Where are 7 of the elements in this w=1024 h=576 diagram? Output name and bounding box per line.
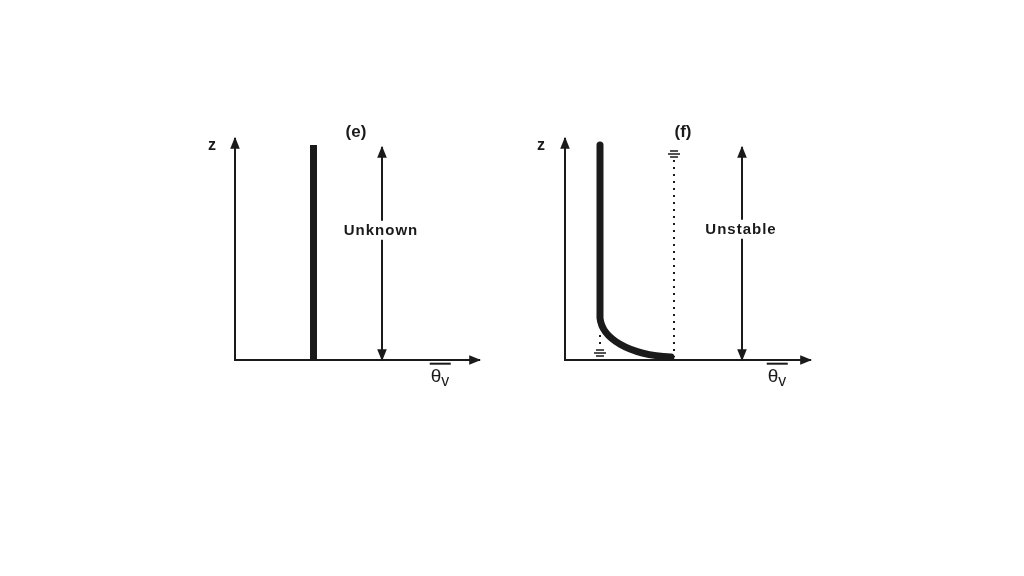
panel-label: (e): [345, 122, 367, 142]
axis-label: z: [537, 136, 545, 154]
axis-label: θ$_{v}$: [766, 362, 788, 390]
region-label: Unstable: [703, 219, 779, 239]
axis-label: z: [208, 136, 216, 154]
axis-label: θ$_{v}$: [429, 362, 451, 390]
panel-label: (f): [674, 122, 692, 142]
